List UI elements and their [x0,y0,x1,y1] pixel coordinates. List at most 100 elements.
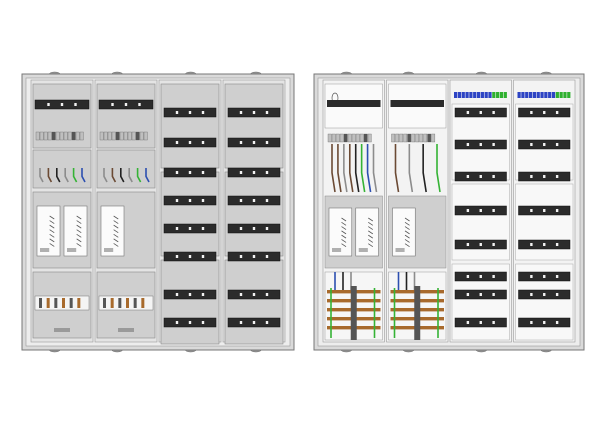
slot-marker [175,255,179,258]
slot-marker [201,293,205,296]
slot-marker [466,143,470,146]
terminal [525,92,529,98]
breaker-slot-row [518,107,571,118]
breaker-slot-row [454,107,507,118]
slot-marker [466,293,470,296]
slot-marker [492,321,495,324]
terminal [331,133,336,143]
slot-marker [543,243,546,246]
meter-panel [328,207,353,257]
conductor [422,144,427,193]
terminal [536,92,540,98]
slot-marker [543,143,546,146]
slot-marker [175,227,179,230]
slot-marker [252,227,256,230]
terminal-block-group [327,133,372,143]
wire-harness [331,144,378,193]
meter-terminal-mark [49,220,55,224]
conductor [145,168,150,183]
breaker-slot-row [227,107,281,118]
slot-marker [479,321,482,324]
slot-marker [188,111,192,114]
breaker-slot-row [227,137,281,148]
terminal [339,133,344,143]
breaker-slot-row [163,251,217,262]
terminal-strip-blue-green [517,92,571,98]
terminal-block-group [391,133,436,143]
breaker-slot-row [454,171,507,182]
meter-terminal-mark [368,217,374,222]
terminal [465,92,469,98]
slot-marker [492,275,495,278]
conductor [331,144,336,193]
busbar-frame [98,295,154,311]
slot-marker [188,141,192,144]
meter-terminal-mark [113,243,119,247]
slot-marker [555,275,559,278]
terminal [469,92,473,98]
busbar-piece [77,298,81,308]
terminal [480,92,484,98]
meter-terminal-mark [49,229,55,234]
breaker-slot-row [454,205,507,216]
terminal-block-group [35,131,84,141]
breaker-slot-row [98,99,154,110]
slot-marker [543,321,546,324]
busbar-piece [141,298,145,308]
conductor [120,168,125,183]
breaker-slot-row [518,317,571,328]
breaker-slot-row [518,239,571,250]
slot-marker [265,111,269,114]
breaker-slot-row [454,271,507,282]
breaker-slot-row [227,317,281,328]
slot-marker [555,143,559,146]
slot-marker [543,275,546,278]
conductor [111,168,117,183]
busbar-piece [103,298,106,308]
slot-marker [466,275,470,278]
conductor [366,144,372,193]
wire-harness [394,144,441,193]
meter-panel [36,205,61,257]
busbar-system [388,271,447,341]
terminal [521,92,525,98]
breaker-slot-row [163,223,217,234]
breaker-slot-row [227,223,281,234]
slot-marker [479,275,482,278]
terminal [473,92,477,98]
terminal [457,92,462,98]
slot-marker [201,255,205,258]
cover-panel [160,83,220,169]
conductor [436,144,441,193]
cover-panel [224,259,284,345]
breaker-slot-row [518,139,571,150]
busbar-piece [69,298,73,308]
terminal [35,131,40,141]
meter-board [355,207,379,257]
slot-marker [175,199,179,202]
conductor [360,144,366,193]
open-breaker-column [515,92,574,341]
breaker-slot-row [163,317,217,328]
meter-terminal-mark [76,215,82,220]
slot-marker [530,209,533,212]
breaker-column [160,83,220,345]
terminal [359,133,364,143]
slot-marker [239,141,243,144]
conductor [64,168,69,183]
terminal [55,131,60,141]
busbar-piece [54,298,58,308]
open-meter-column [388,83,447,341]
terminal [99,131,104,141]
terminal [143,131,148,141]
label-plate [118,328,134,332]
meter-terminal-mark [404,234,410,239]
meter-terminal-mark [368,239,374,243]
meter-panel [100,205,125,257]
breaker-slot-row [227,167,281,178]
meter-terminal-mark [368,243,374,248]
slot-marker [555,209,559,212]
terminal [484,92,488,98]
terminal [51,131,56,141]
terminal [555,92,559,98]
